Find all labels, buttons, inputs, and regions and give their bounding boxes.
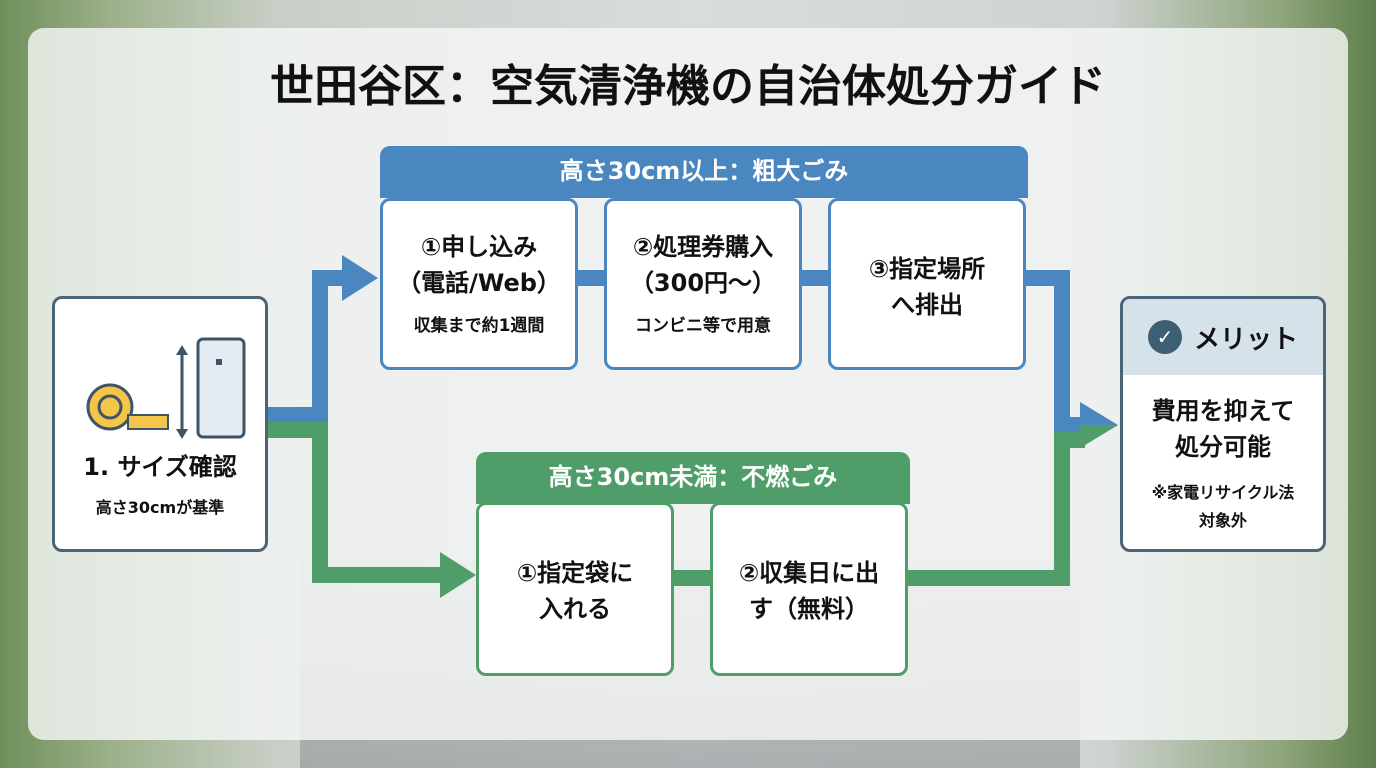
merit-text: 処分可能 bbox=[1175, 433, 1271, 461]
merit-title: メリット bbox=[1193, 324, 1298, 355]
step-title: ①指定袋に bbox=[516, 559, 634, 587]
small-garbage-header: 高さ30cm未満：不燃ごみ bbox=[476, 452, 910, 504]
merit-box: ✓ メリット 費用を抑えて 処分可能 ※家電リサイクル法 対象外 bbox=[1120, 296, 1326, 552]
blue-arrow-head bbox=[342, 255, 378, 301]
step-title: ②収集日に出 bbox=[738, 559, 880, 587]
page-title: 世田谷区：空気清浄機の自治体処分ガイド bbox=[270, 61, 1106, 112]
size-check-title: 1. サイズ確認 bbox=[83, 453, 237, 481]
step-title: （電話/Web） bbox=[397, 269, 561, 297]
blue-flow-line bbox=[268, 270, 350, 423]
check-circle-icon: ✓ bbox=[1147, 320, 1182, 354]
blue-exit-line bbox=[1026, 270, 1085, 433]
tape-measure-and-purifier-icon bbox=[86, 337, 246, 439]
step-title: ②処理券購入 bbox=[632, 233, 774, 261]
step-title: す（無料） bbox=[749, 595, 869, 623]
step-title: ③指定場所 bbox=[868, 255, 986, 283]
step-title: へ排出 bbox=[891, 291, 963, 319]
merit-text: 費用を抑えて bbox=[1151, 397, 1295, 425]
size-check-box: 1. サイズ確認 高さ30cmが基準 bbox=[52, 296, 268, 552]
step-note: 収集まで約1週間 bbox=[413, 316, 545, 336]
step-title: （300円〜） bbox=[629, 269, 777, 297]
large-garbage-header: 高さ30cm以上：粗大ごみ bbox=[380, 146, 1028, 198]
step-note: コンビニ等で用意 bbox=[635, 316, 771, 336]
step-title: ①申し込み bbox=[420, 233, 538, 261]
green-flow-line bbox=[268, 422, 445, 583]
merit-note: ※家電リサイクル法 bbox=[1151, 483, 1295, 502]
merit-note: 対象外 bbox=[1198, 511, 1247, 530]
large-step-3: ③指定場所 へ排出 bbox=[828, 198, 1026, 370]
step-title: 入れる bbox=[539, 595, 611, 623]
green-exit-line bbox=[908, 432, 1085, 586]
small-step-2: ②収集日に出 す（無料） bbox=[710, 502, 908, 676]
large-step-1: ①申し込み （電話/Web） 収集まで約1週間 bbox=[380, 198, 578, 370]
merit-header: ✓ メリット bbox=[1123, 299, 1323, 375]
size-check-subtitle: 高さ30cmが基準 bbox=[95, 498, 225, 517]
small-step-1: ①指定袋に 入れる bbox=[476, 502, 674, 676]
large-step-2: ②処理券購入 （300円〜） コンビニ等で用意 bbox=[604, 198, 802, 370]
green-arrow-head bbox=[440, 552, 476, 598]
